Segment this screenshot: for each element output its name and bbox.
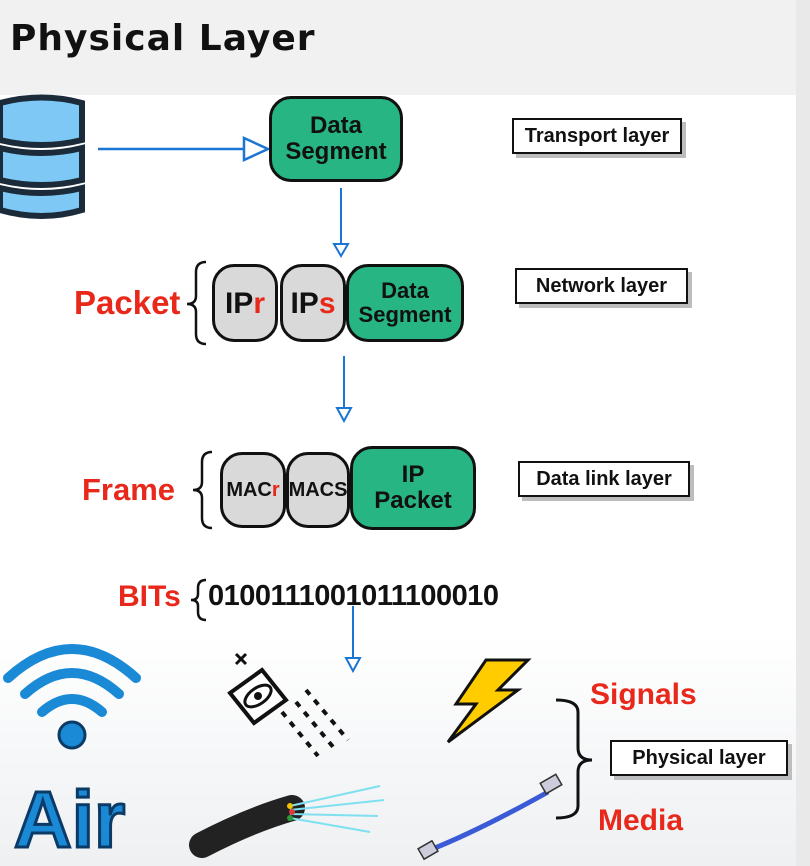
packet-data-segment-line1: Data	[381, 277, 429, 303]
data-segment-top-line2: Segment	[285, 138, 387, 165]
media-label: Media	[598, 804, 684, 837]
ips-sub: s	[318, 286, 336, 320]
title-bar	[0, 0, 810, 95]
network-layer-box: Network layer	[515, 268, 688, 304]
data-link-layer-box: Data link layer	[518, 461, 690, 497]
lightning-icon	[446, 658, 532, 744]
packet-brace	[186, 260, 207, 346]
ip-packet-line1: IP	[401, 460, 425, 488]
macr-main: MAC	[226, 479, 272, 501]
physical-layer-box: Physical layer	[610, 740, 788, 776]
packet-data-segment-line2: Segment	[358, 302, 452, 327]
ips-main: IP	[290, 286, 319, 320]
data-segment-top-line1: Data	[309, 111, 363, 139]
bits-value: 0100111001011100010	[208, 580, 499, 612]
macs-field: MACS	[286, 452, 350, 528]
frame-label: Frame	[82, 472, 176, 507]
wifi-icon	[3, 644, 141, 750]
arrow-head	[242, 136, 272, 162]
ipr-sub: r	[253, 286, 266, 320]
signals-label: Signals	[590, 678, 697, 711]
packet-label: Packet	[74, 284, 181, 321]
fiber-eye-icon	[227, 652, 350, 758]
ip-packet-line2: Packet	[374, 487, 452, 514]
air-label: Air	[12, 775, 126, 864]
fiber-cable-icon	[189, 785, 385, 858]
ethernet-cable-icon	[417, 773, 563, 861]
transport-layer-box: Transport layer	[512, 118, 682, 154]
macr-sub: r	[271, 479, 280, 501]
bits-brace	[190, 578, 207, 622]
database-icon	[0, 94, 85, 219]
scroll-edge	[796, 0, 810, 866]
ip-packet-field: IP Packet	[350, 446, 476, 530]
frame-brace	[192, 450, 213, 530]
bits-label: BITs	[118, 580, 181, 613]
physical-brace	[555, 698, 593, 820]
packet-data-segment: Data Segment	[346, 264, 464, 342]
data-segment-top: Data Segment	[269, 96, 403, 182]
page-title: Physical Layer	[10, 18, 316, 59]
ipr-main: IP	[224, 286, 254, 320]
